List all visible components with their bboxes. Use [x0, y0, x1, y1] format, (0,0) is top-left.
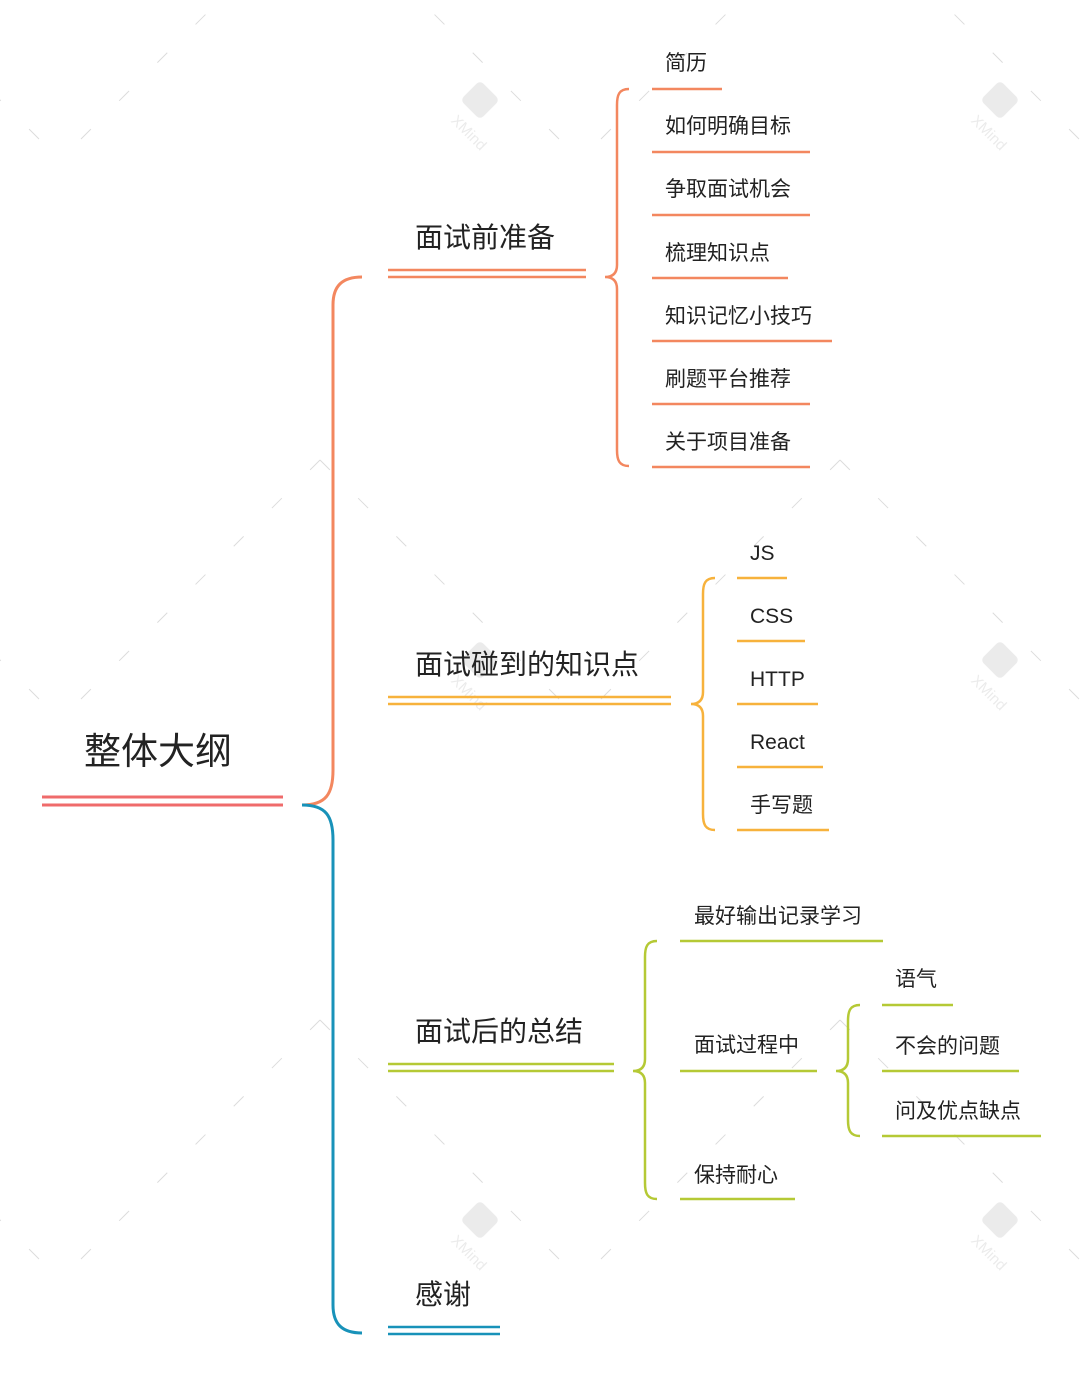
- watermark-logo: XMind: [447, 82, 498, 154]
- branch-thanks[interactable]: 感谢: [415, 1278, 472, 1311]
- watermark-dash: [839, 1019, 1080, 1261]
- svg-text:XMind: XMind: [447, 112, 489, 154]
- topic-get-interviews[interactable]: 争取面试机会: [665, 177, 791, 201]
- watermark-logo: XMind: [447, 1202, 498, 1274]
- brace-pre-interview: [604, 87, 630, 468]
- branch-pre-interview[interactable]: 面试前准备: [415, 221, 556, 254]
- topic-unknown-questions[interactable]: 不会的问题: [895, 1034, 1000, 1058]
- topic-http[interactable]: HTTP: [750, 668, 805, 691]
- topic-resume[interactable]: 简历: [665, 51, 707, 75]
- svg-text:XMind: XMind: [967, 672, 1009, 714]
- topic-memory-tips[interactable]: 知识记忆小技巧: [665, 304, 812, 328]
- watermark-logo: XMind: [967, 82, 1018, 154]
- watermark-dash: [319, 1019, 581, 1281]
- topic-js[interactable]: JS: [750, 542, 775, 565]
- watermark-logo: XMind: [967, 1202, 1018, 1274]
- connector-branch-1: [301, 275, 363, 807]
- watermark-dash: [839, 459, 1080, 701]
- brace-post-interview: [632, 939, 658, 1201]
- branch-interview-topics[interactable]: 面试碰到的知识点: [415, 648, 640, 681]
- topic-tone[interactable]: 语气: [895, 967, 937, 991]
- topic-review-knowledge[interactable]: 梳理知识点: [665, 241, 770, 265]
- topic-record-learning[interactable]: 最好输出记录学习: [694, 904, 862, 928]
- watermark-dash: [579, 1019, 841, 1281]
- topic-keep-patient[interactable]: 保持耐心: [694, 1163, 778, 1187]
- watermark-dash: [0, 99, 61, 161]
- watermark-dash: [59, 0, 221, 161]
- connector-branch-4: [301, 803, 363, 1335]
- topic-project-prep[interactable]: 关于项目准备: [665, 430, 791, 454]
- topic-react[interactable]: React: [750, 731, 805, 754]
- watermark-dash: [319, 459, 581, 721]
- topic-during-interview[interactable]: 面试过程中: [694, 1033, 799, 1057]
- watermark-dash: [0, 1219, 61, 1281]
- topic-handwritten-code[interactable]: 手写题: [750, 793, 813, 817]
- watermark-dash: [0, 659, 61, 721]
- svg-text:XMind: XMind: [967, 1232, 1009, 1274]
- branch-post-interview[interactable]: 面试后的总结: [415, 1015, 584, 1048]
- svg-text:XMind: XMind: [447, 1232, 489, 1274]
- watermark-logo: XMind: [967, 642, 1018, 714]
- topic-css[interactable]: CSS: [750, 605, 794, 628]
- topic-practice-platforms[interactable]: 刷题平台推荐: [665, 367, 791, 391]
- brace-during-interview: [835, 1003, 861, 1138]
- svg-text:XMind: XMind: [967, 112, 1009, 154]
- brace-interview-topics: [690, 576, 716, 832]
- watermark-dash: [419, 0, 581, 161]
- watermark-dash: [59, 459, 321, 721]
- root-topic[interactable]: 整体大纲: [84, 730, 232, 773]
- topic-strengths-weaknesses[interactable]: 问及优点缺点: [895, 1099, 1021, 1123]
- watermark-dash: [59, 1019, 321, 1281]
- topic-clarify-goals[interactable]: 如何明确目标: [665, 114, 791, 138]
- watermark-dash: [579, 459, 841, 721]
- watermark-dash: [939, 0, 1080, 141]
